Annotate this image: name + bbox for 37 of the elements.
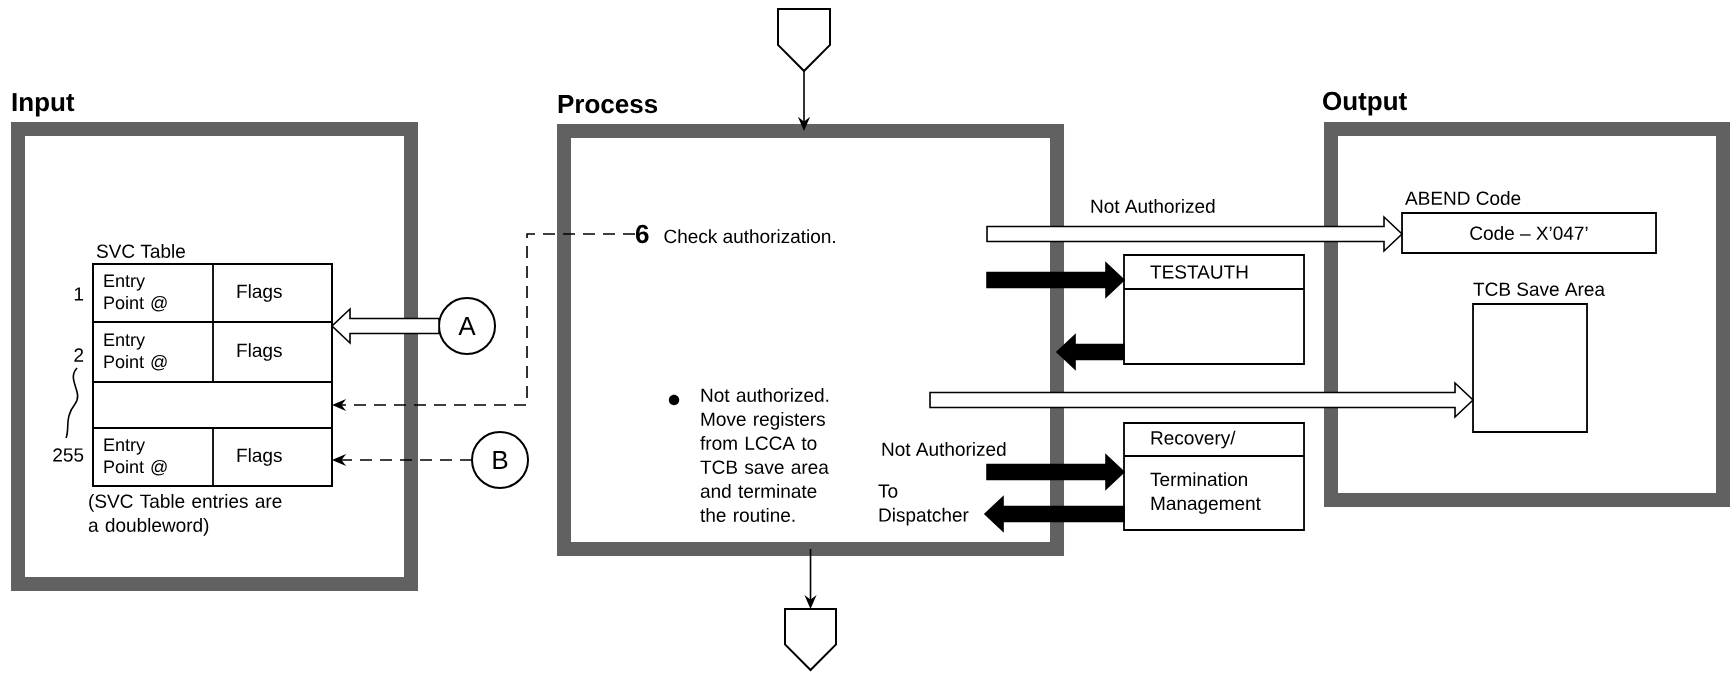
table-heading: SVC Table xyxy=(96,244,185,258)
block-arrow xyxy=(986,215,1404,253)
node-label: Entry Point @ xyxy=(104,274,167,312)
block-arrow xyxy=(983,495,1125,533)
table-row: Entry Point @ Flags xyxy=(92,263,333,323)
node-label: Flags xyxy=(237,284,282,302)
row-number: 255 xyxy=(53,448,84,462)
block-arrow xyxy=(986,453,1126,491)
node-label: Flags xyxy=(237,343,282,361)
table-row: Entry Point @ Flags xyxy=(92,321,333,383)
table-row: Entry Point @ Flags xyxy=(92,427,333,487)
node-label: Entry Point @ xyxy=(104,438,167,476)
box-heading: TCB Save Area xyxy=(1473,282,1605,296)
module-box: TESTAUTH xyxy=(1123,254,1305,365)
node-label: Entry Point @ xyxy=(104,333,167,371)
edge-label: Not Authorized xyxy=(879,440,1009,458)
node-label: Flags xyxy=(237,448,282,466)
data-box: Code – X’047’ xyxy=(1401,212,1657,254)
module-box: Recovery/ Termination Management xyxy=(1123,422,1305,531)
off-page-connector xyxy=(784,608,837,672)
bullet-text: Not authorized. Move registers from LCCA to TCB save area and terminate the routine. xyxy=(700,388,829,522)
step-text: 6 Check authorization. xyxy=(635,224,835,244)
box-heading: ABEND Code xyxy=(1405,191,1521,205)
off-page-connector xyxy=(777,8,831,73)
block-arrow xyxy=(330,307,440,345)
edge-label: To Dispatcher xyxy=(876,482,970,528)
panel-title: Input xyxy=(12,93,75,117)
table-caption: (SVC Table entries are a doubleword) xyxy=(88,494,282,536)
table-row xyxy=(92,381,333,429)
block-arrow xyxy=(929,381,1475,419)
panel-title: Output xyxy=(1323,91,1407,116)
panel-title: Process xyxy=(558,95,658,114)
block-arrow xyxy=(1055,333,1125,371)
row-number: 2 xyxy=(74,348,84,362)
edge-label: Not Authorized xyxy=(1088,197,1218,215)
row-number: 1 xyxy=(74,287,84,301)
block-arrow xyxy=(986,261,1126,299)
